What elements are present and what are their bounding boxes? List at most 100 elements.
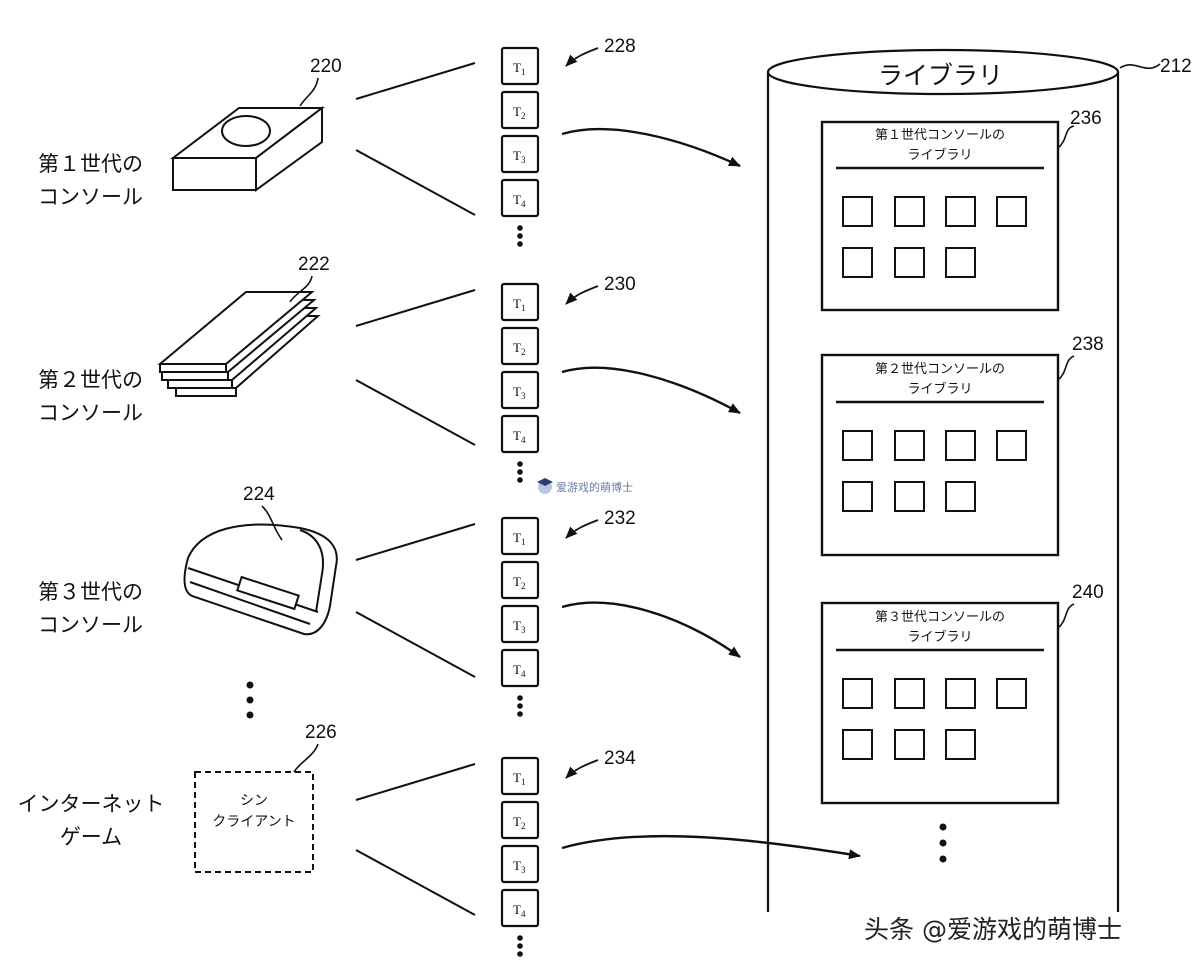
third-gen-label: 第３世代の コンソール bbox=[38, 576, 143, 642]
game-square bbox=[996, 678, 1027, 709]
game-square bbox=[945, 247, 976, 278]
section-2-heading-line1: 第２世代コンソールの bbox=[874, 362, 1005, 377]
tile-more-dot bbox=[517, 233, 523, 239]
library-section-3 bbox=[820, 601, 1060, 805]
section-2-ref: 238 bbox=[1072, 334, 1104, 355]
tile-box bbox=[500, 560, 540, 600]
tile-label: T3 bbox=[513, 148, 526, 165]
game-square bbox=[842, 430, 873, 461]
game-square bbox=[945, 678, 976, 709]
first-gen-label-line2: コンソール bbox=[38, 185, 143, 209]
game-square bbox=[894, 678, 925, 709]
game-square bbox=[894, 196, 925, 227]
library-title: ライブラリ bbox=[878, 61, 1004, 90]
tile-box bbox=[500, 178, 540, 218]
watermark-icon bbox=[537, 478, 553, 494]
section-1-heading-line1: 第１世代コンソールの bbox=[874, 128, 1005, 143]
tile-label: T2 bbox=[513, 340, 525, 357]
tile-more-dot bbox=[517, 703, 523, 709]
library-ref-leader bbox=[1119, 63, 1161, 70]
tile-more-dot bbox=[517, 935, 523, 941]
game-square bbox=[842, 729, 873, 760]
tile-box bbox=[500, 90, 540, 130]
library-cylinder bbox=[766, 48, 1120, 912]
tile-label: T3 bbox=[513, 618, 526, 635]
connection-lines bbox=[355, 62, 476, 916]
tile-label: T1 bbox=[513, 60, 525, 77]
transfer-arrows bbox=[561, 127, 861, 860]
tile-box bbox=[500, 604, 540, 644]
game-square bbox=[842, 481, 873, 512]
tile-label: T3 bbox=[513, 384, 526, 401]
tile-label: T1 bbox=[513, 296, 525, 313]
game-square bbox=[842, 247, 873, 278]
library-more-dots bbox=[939, 823, 947, 863]
tile-label: T4 bbox=[513, 902, 526, 919]
first-gen-label-line1: 第１世代の bbox=[38, 152, 143, 176]
section-3-heading-line1: 第３世代コンソールの bbox=[874, 610, 1005, 625]
tiles-ref-234: 234 bbox=[604, 748, 636, 769]
game-square bbox=[996, 430, 1027, 461]
library-ref: 212 bbox=[1160, 56, 1192, 77]
tile-box bbox=[500, 414, 540, 454]
internet-game-label: インターネット ゲーム bbox=[6, 788, 176, 854]
tiles-ref-232: 232 bbox=[604, 508, 636, 529]
tile-more-dot bbox=[517, 711, 523, 717]
third-gen-label-line1: 第３世代の bbox=[38, 580, 143, 604]
second-gen-label-line1: 第２世代の bbox=[38, 368, 143, 392]
section-2-heading-line2: ライブラリ bbox=[907, 382, 973, 397]
thin-client-line1: シン bbox=[240, 793, 268, 809]
internet-game-label-line1: インターネット bbox=[17, 792, 165, 816]
tile-box bbox=[500, 648, 540, 688]
tile-box bbox=[500, 844, 540, 884]
third-gen-ref: 224 bbox=[243, 484, 275, 505]
thin-client-ref: 226 bbox=[305, 722, 337, 743]
third-gen-label-line2: コンソール bbox=[38, 613, 143, 637]
tile-box bbox=[500, 800, 540, 840]
game-square bbox=[945, 196, 976, 227]
thin-client-line2: クライアント bbox=[212, 814, 296, 830]
second-gen-console-drawing bbox=[157, 291, 321, 397]
tile-box bbox=[500, 46, 540, 86]
third-gen-console-drawing bbox=[183, 523, 338, 636]
first-gen-ref: 220 bbox=[310, 56, 342, 77]
game-square bbox=[945, 430, 976, 461]
second-gen-label-line2: コンソール bbox=[38, 401, 143, 425]
footer-credit: 头条 @爱游戏的萌博士 bbox=[864, 915, 1122, 944]
section-3-heading-line2: ライブラリ bbox=[907, 630, 973, 645]
tile-box bbox=[500, 516, 540, 556]
section-2-heading: 第２世代コンソールの ライブラリ bbox=[822, 360, 1058, 400]
game-square bbox=[945, 481, 976, 512]
game-square bbox=[894, 430, 925, 461]
thin-client-box bbox=[194, 771, 314, 873]
first-gen-label: 第１世代の コンソール bbox=[38, 148, 143, 214]
tile-label: T2 bbox=[513, 814, 525, 831]
game-square bbox=[842, 678, 873, 709]
watermark-text: 爱游戏的萌博士 bbox=[556, 481, 633, 494]
tile-more-dot bbox=[517, 477, 523, 483]
tile-more-dot bbox=[517, 469, 523, 475]
tile-more-dot bbox=[517, 225, 523, 231]
tile-label: T2 bbox=[513, 104, 525, 121]
tile-label: T3 bbox=[513, 858, 526, 875]
tile-more-dot bbox=[517, 241, 523, 247]
sources-more-dots bbox=[246, 681, 254, 719]
tile-more-dot bbox=[517, 951, 523, 957]
tiles-ref-230: 230 bbox=[604, 274, 636, 295]
tile-label: T4 bbox=[513, 192, 526, 209]
tile-label: T1 bbox=[513, 770, 525, 787]
game-square bbox=[996, 196, 1027, 227]
tile-label: T4 bbox=[513, 428, 526, 445]
first-gen-console-drawing bbox=[170, 105, 325, 192]
second-gen-ref: 222 bbox=[298, 254, 330, 275]
game-square bbox=[842, 196, 873, 227]
section-1-ref: 236 bbox=[1070, 108, 1102, 129]
library-section-1 bbox=[820, 120, 1060, 312]
tiles-ref-228: 228 bbox=[604, 36, 636, 57]
